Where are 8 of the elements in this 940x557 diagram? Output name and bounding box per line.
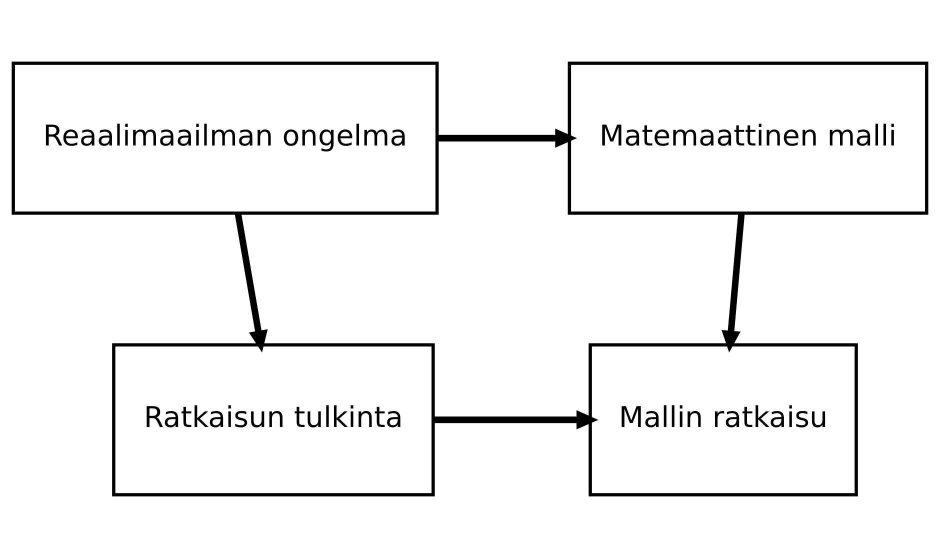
node-box: Ratkaisun tulkinta bbox=[112, 342, 435, 496]
arrow bbox=[437, 128, 578, 148]
arrow bbox=[722, 212, 745, 352]
node-box: Reaalimaailman ongelma bbox=[12, 61, 439, 214]
arrow bbox=[234, 212, 268, 352]
node-box: Matemaattinen malli bbox=[568, 61, 928, 214]
node-box: Mallin ratkaisu bbox=[588, 342, 858, 496]
arrow bbox=[433, 410, 598, 429]
